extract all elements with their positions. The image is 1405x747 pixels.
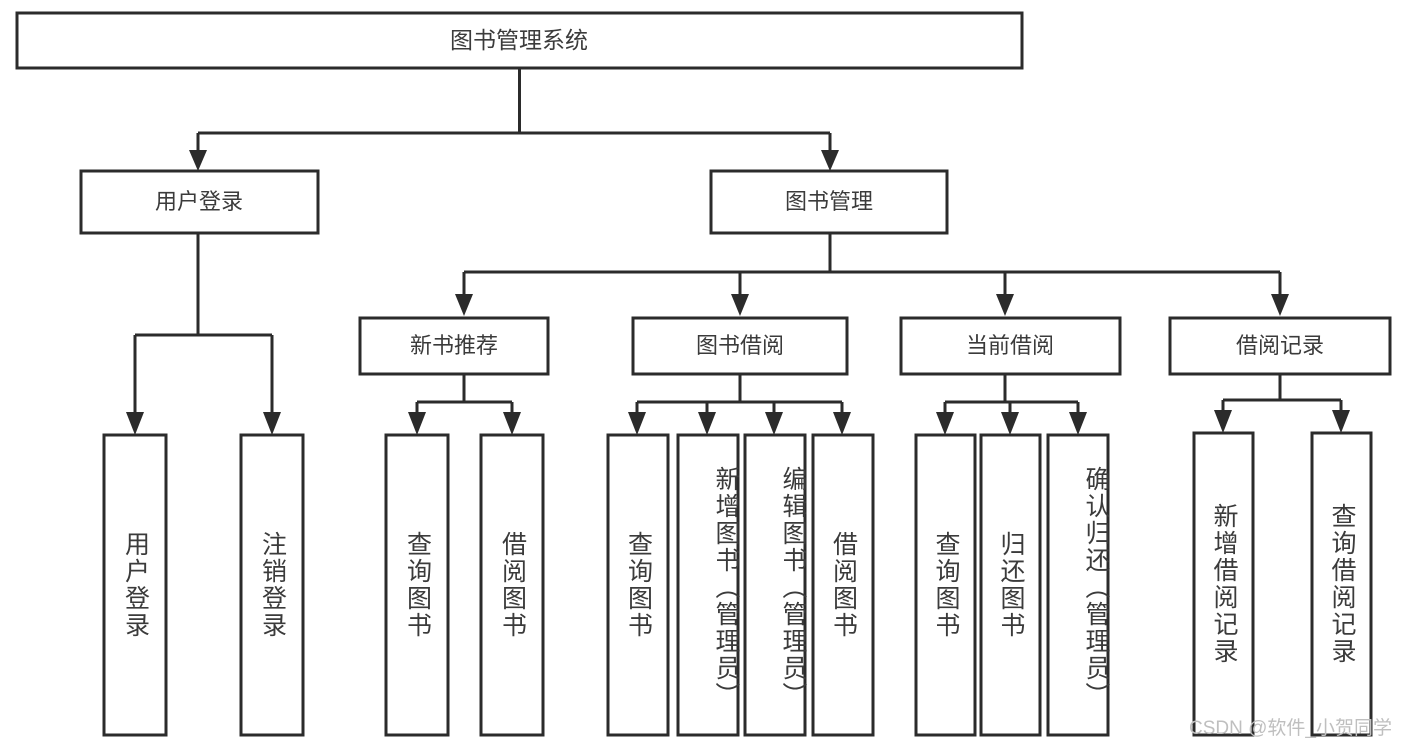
node-new-book-recommend-label: 新书推荐 xyxy=(410,333,498,358)
leaf-box-new-book-1[interactable] xyxy=(384,433,450,737)
arrowhead-current-leaf-3 xyxy=(1069,412,1087,435)
leaf-box-user-login-2[interactable] xyxy=(239,433,305,737)
leaf-box-book-borrow-3[interactable] xyxy=(743,433,807,737)
leaf-box-current-borrow-2[interactable] xyxy=(979,433,1042,737)
node-current-borrow-box[interactable] xyxy=(899,316,1122,376)
connector-group-userlogin xyxy=(126,233,281,435)
leaf-box-book-borrow-1[interactable] xyxy=(606,433,670,737)
arrowhead-level2-4 xyxy=(1271,294,1289,316)
node-borrow-record-label: 借阅记录 xyxy=(1236,333,1324,358)
leaf-box-book-borrow-4[interactable] xyxy=(811,433,875,737)
watermark: CSDN @软件_小贺同学 xyxy=(1189,718,1392,739)
arrowhead-borrow-leaf-3 xyxy=(765,412,783,435)
arrowhead-bookmgmt xyxy=(821,150,839,171)
arrowhead-level2-1 xyxy=(455,294,473,316)
node-root-box[interactable] xyxy=(15,11,1024,70)
arrowhead-userlogin-leaf-1 xyxy=(126,412,144,435)
arrowhead-newbook-leaf-1 xyxy=(408,412,426,435)
leaf-box-new-book-2[interactable] xyxy=(479,433,545,737)
arrowhead-level2-3 xyxy=(996,294,1014,316)
leaf-box-current-borrow-1[interactable] xyxy=(914,433,977,737)
leaf-box-current-borrow-3[interactable] xyxy=(1046,433,1110,737)
node-book-management-label: 图书管理 xyxy=(785,189,873,214)
leaf-box-user-login-1[interactable] xyxy=(102,433,168,737)
node-user-login-label: 用户登录 xyxy=(155,189,243,214)
arrowhead-current-leaf-2 xyxy=(1001,412,1019,435)
node-borrow-record-box[interactable] xyxy=(1168,316,1392,376)
arrowhead-borrow-leaf-2 xyxy=(698,412,716,435)
node-current-borrow-label: 当前借阅 xyxy=(966,333,1054,358)
leaf-box-book-borrow-2[interactable] xyxy=(676,433,740,737)
arrowhead-userlogin-leaf-2 xyxy=(263,412,281,435)
arrowhead-current-leaf-1 xyxy=(936,412,954,435)
node-book-borrow-box[interactable] xyxy=(631,316,849,376)
leaf-box-borrow-record-1[interactable] xyxy=(1192,431,1255,737)
connector-group-root xyxy=(189,68,839,171)
node-user-login-box[interactable] xyxy=(79,169,320,235)
node-book-management-box[interactable] xyxy=(709,169,949,235)
arrowhead-userlogin xyxy=(189,150,207,171)
node-new-book-recommend-box[interactable] xyxy=(358,316,550,376)
arrowhead-record-leaf-2 xyxy=(1332,410,1350,433)
connector-group-current xyxy=(936,374,1087,435)
connector-group-record xyxy=(1214,374,1350,433)
arrowhead-level2-2 xyxy=(731,294,749,316)
connector-group-borrow xyxy=(628,374,851,435)
node-root-label: 图书管理系统 xyxy=(450,27,588,53)
arrowhead-record-leaf-1 xyxy=(1214,410,1232,433)
connector-group-bookmgmt xyxy=(455,233,1289,316)
leaf-box-borrow-record-2[interactable] xyxy=(1310,431,1373,737)
node-book-borrow-label: 图书借阅 xyxy=(696,333,784,358)
connector-group-newbook xyxy=(408,374,521,435)
arrowhead-borrow-leaf-1 xyxy=(628,412,646,435)
arrowhead-borrow-leaf-4 xyxy=(833,412,851,435)
arrowhead-newbook-leaf-2 xyxy=(503,412,521,435)
